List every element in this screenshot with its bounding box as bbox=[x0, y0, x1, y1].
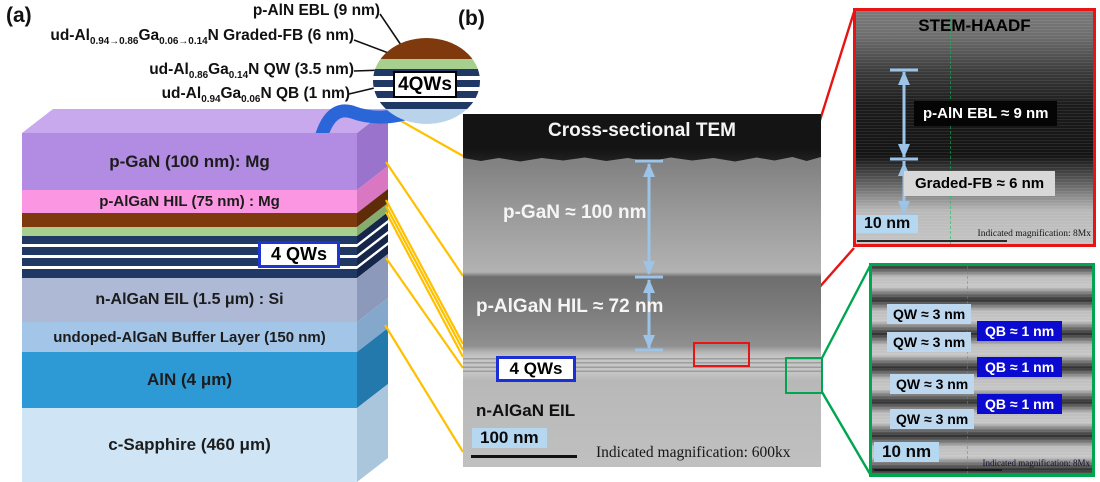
stack-side-qw-stripe bbox=[357, 212, 388, 244]
layer-pgan-label: p-GaN (100 nm): Mg bbox=[109, 151, 270, 171]
mqw-scalebar-label: 10 nm bbox=[874, 442, 940, 462]
layer-fb bbox=[22, 227, 357, 236]
circle-band-base bbox=[373, 109, 480, 124]
qw-label: QW ≈ 3 nm bbox=[890, 409, 975, 429]
qb-label: QB ≈ 1 nm bbox=[977, 394, 1063, 414]
qw-stripe bbox=[22, 247, 357, 255]
layer-buffer: undoped-AlGaN Buffer Layer (150 nm) bbox=[22, 322, 357, 352]
tem-hil-label: p-AlGaN HIL ≈ 72 nm bbox=[476, 296, 664, 317]
layer-ebl bbox=[22, 213, 357, 227]
mqw-scalebar-line bbox=[874, 469, 1002, 471]
panel-b-tag: (b) bbox=[458, 7, 485, 30]
stack-side-aln bbox=[357, 328, 388, 408]
stack-side-buffer bbox=[357, 298, 388, 352]
stack-side-qw-stripe bbox=[357, 234, 388, 266]
haadf-ebl-label: p-AlN EBL ≈ 9 nm bbox=[914, 101, 1058, 126]
circle-qw-stripe bbox=[373, 102, 480, 109]
stack-side-mqw-base bbox=[357, 212, 388, 278]
mqw-magnification: Indicated magnification: 8Mx bbox=[982, 458, 1090, 468]
haadf-title: STEM-HAADF bbox=[918, 16, 1031, 35]
tem-title: Cross-sectional TEM bbox=[548, 120, 736, 141]
stack-side-ebl bbox=[357, 189, 388, 227]
qw-stripe bbox=[22, 236, 357, 244]
haadf-fb-label: Graded-FB ≈ 6 nm bbox=[904, 171, 1056, 196]
stack-side-qw-stripe bbox=[357, 223, 388, 255]
tem-magnification: Indicated magnification: 600kx bbox=[596, 444, 791, 461]
mqw-guide-line bbox=[967, 266, 968, 474]
callout-qw: ud-Al0.86Ga0.14N QW (3.5 nm) bbox=[149, 61, 354, 82]
haadf-inset: STEM-HAADF p-AlN EBL ≈ 9 nm Graded-FB ≈ … bbox=[853, 8, 1096, 247]
layer-mqw bbox=[22, 236, 357, 278]
circle-band-fb bbox=[373, 59, 480, 69]
callout-graded-fb: ud-Al0.94→0.86Ga0.06→0.14N Graded-FB (6 … bbox=[50, 27, 354, 48]
tem-scalebar-line bbox=[471, 455, 577, 458]
callout-qb: ud-Al0.94Ga0.06N QB (1 nm) bbox=[161, 85, 350, 106]
stack-side-sapphire bbox=[357, 384, 388, 482]
stack-side-hil bbox=[357, 166, 388, 213]
layer-eil: n-AlGaN EIL (1.5 μm) : Si bbox=[22, 278, 357, 322]
circle-4qws-box: 4QWs bbox=[393, 71, 457, 98]
tem-pgan-label: p-GaN ≈ 100 nm bbox=[503, 202, 647, 223]
stack-side-eil bbox=[357, 254, 388, 322]
layer-stack: p-GaN (100 nm): Mg p-AlGaN HIL (75 nm) :… bbox=[22, 133, 357, 482]
panel-a-tag: (a) bbox=[6, 4, 32, 27]
haadf-guide-line bbox=[950, 11, 951, 244]
stack-4qws-box: 4 QWs bbox=[258, 241, 340, 268]
qw-stripe bbox=[22, 258, 357, 266]
callout-ebl: p-AlN EBL (9 nm) bbox=[252, 2, 380, 19]
tem-scalebar-label: 100 nm bbox=[472, 428, 547, 448]
green-zoom-source-rect bbox=[785, 357, 823, 394]
layer-aln-label: AlN (4 μm) bbox=[146, 370, 233, 389]
tem-4qws-box: 4 QWs bbox=[496, 356, 576, 382]
qw-label: QW ≈ 3 nm bbox=[887, 332, 972, 352]
layer-hil: p-AlGaN HIL (75 nm) : Mg bbox=[22, 190, 357, 213]
layer-sapphire-label: c-Sapphire (460 μm) bbox=[108, 435, 271, 454]
layer-pgan: p-GaN (100 nm): Mg bbox=[22, 133, 357, 190]
layer-hil-label: p-AlGaN HIL (75 nm) : Mg bbox=[99, 193, 280, 210]
stack-side-fb bbox=[357, 203, 388, 236]
qw-stripe bbox=[22, 269, 357, 278]
haadf-scalebar-label: 10 nm bbox=[856, 215, 919, 233]
stack-side-qw-stripe bbox=[357, 245, 388, 278]
layer-buffer-label: undoped-AlGaN Buffer Layer (150 nm) bbox=[53, 328, 326, 346]
green-zoom-lines bbox=[820, 265, 872, 475]
stack-top-face bbox=[22, 109, 388, 133]
layer-eil-label: n-AlGaN EIL (1.5 μm) : Si bbox=[95, 291, 284, 308]
qw-label: QW ≈ 3 nm bbox=[887, 304, 972, 324]
haadf-magnification: Indicated magnification: 8Mx bbox=[977, 229, 1091, 239]
layer-sapphire: c-Sapphire (460 μm) bbox=[22, 408, 357, 482]
red-zoom-source-rect bbox=[693, 342, 750, 367]
qw-label: QW ≈ 3 nm bbox=[890, 374, 975, 394]
qb-label: QB ≈ 1 nm bbox=[977, 321, 1063, 341]
haadf-scalebar-line bbox=[857, 240, 1007, 242]
qb-label: QB ≈ 1 nm bbox=[977, 357, 1063, 377]
tem-eil-label: n-AlGaN EIL bbox=[476, 401, 576, 420]
yellow-connector-lines bbox=[384, 112, 464, 453]
tem-image: Cross-sectional TEM p-GaN ≈ 100 nm p-AlG… bbox=[463, 114, 821, 467]
mqw-zoom-inset: QW ≈ 3 nm QW ≈ 3 nm QW ≈ 3 nm QW ≈ 3 nm … bbox=[869, 263, 1095, 477]
circle-band-ebl bbox=[373, 38, 480, 59]
layer-aln: AlN (4 μm) bbox=[22, 352, 357, 408]
haadf-striation bbox=[856, 11, 1093, 244]
